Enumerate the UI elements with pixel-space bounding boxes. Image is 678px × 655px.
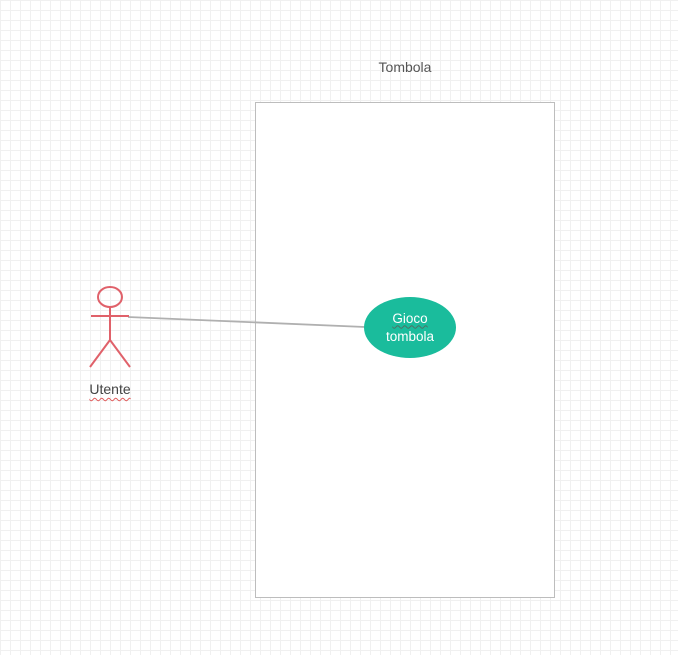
- association-line[interactable]: [127, 316, 366, 328]
- usecase-label-line1: Gioco: [392, 310, 428, 326]
- actor-head: [97, 286, 123, 308]
- usecase-label-line2: tombola: [385, 328, 435, 344]
- usecase-gioco-tombola[interactable]: Gioco tombola: [364, 297, 456, 358]
- system-title: Tombola: [378, 59, 432, 75]
- actor-left-leg: [89, 339, 111, 368]
- actor-label: Utente: [70, 381, 150, 397]
- actor-right-leg: [109, 339, 131, 368]
- actor-name: Utente: [89, 381, 131, 397]
- actor-figure[interactable]: [89, 286, 131, 368]
